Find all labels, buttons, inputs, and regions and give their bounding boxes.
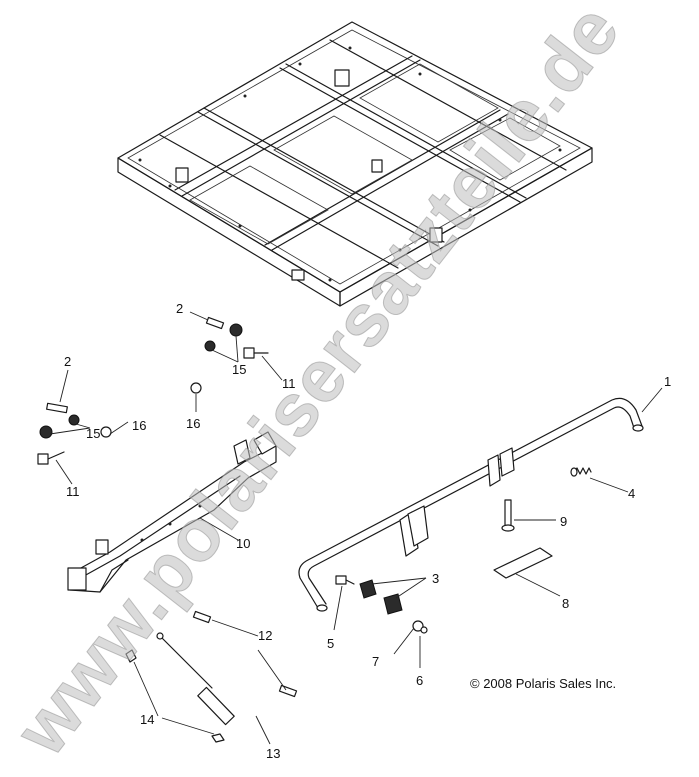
callout-16-left: 16 (132, 418, 146, 433)
callout-10: 10 (236, 536, 250, 551)
callout-8: 8 (562, 596, 569, 611)
callout-15-upper: 15 (232, 362, 246, 377)
callout-1: 1 (664, 374, 671, 389)
cargo-box-frame (117, 21, 593, 307)
part-13-gas-strut (156, 632, 235, 726)
part-4-spring (570, 467, 592, 477)
callout-14: 14 (140, 712, 154, 727)
part-3-clamp-b (383, 593, 403, 615)
part-16-nut-b (100, 426, 112, 438)
part-14-clip-a (125, 649, 137, 663)
part-10-side-rail (67, 431, 277, 593)
callout-labels: 1 2 2 3 4 5 6 7 8 9 10 11 11 12 13 14 15… (64, 301, 671, 761)
callout-3: 3 (432, 571, 439, 586)
callout-12: 12 (258, 628, 272, 643)
copyright-text: © 2008 Polaris Sales Inc. (470, 676, 616, 691)
leader-lines (49, 311, 663, 745)
part-2-pin-upper (205, 316, 225, 330)
part-11-bolt-b (37, 451, 65, 465)
callout-2-upper: 2 (176, 301, 183, 316)
callout-13: 13 (266, 746, 280, 761)
callout-15-left: 15 (86, 426, 100, 441)
part-11-bolt-a (243, 347, 269, 359)
part-1-rod (298, 397, 644, 612)
part-2-pin-left (46, 402, 68, 414)
callout-11-right: 11 (282, 376, 296, 391)
callout-7: 7 (372, 654, 379, 669)
part-15-bushing-c (39, 425, 53, 439)
callout-11-left: 11 (66, 484, 80, 499)
part-15-bushing-d (68, 414, 80, 426)
part-16-nut-a (190, 382, 202, 394)
part-8-plate (493, 547, 553, 579)
callout-2-left: 2 (64, 354, 71, 369)
part-15-bushing-b (229, 323, 243, 337)
part-12-pin (192, 610, 298, 698)
callout-16-upper: 16 (186, 416, 200, 431)
callout-9: 9 (560, 514, 567, 529)
callout-6: 6 (416, 673, 423, 688)
part-15-bushing-a (204, 340, 216, 352)
part-14-clip-b (211, 733, 225, 743)
part-3-clamp-a (359, 579, 377, 599)
part-6-washer (420, 626, 428, 634)
part-9-rivet (501, 499, 515, 532)
callout-5: 5 (327, 636, 334, 651)
callout-4: 4 (628, 486, 635, 501)
part-7-nut (412, 620, 424, 632)
part-5-bolt (335, 575, 355, 585)
